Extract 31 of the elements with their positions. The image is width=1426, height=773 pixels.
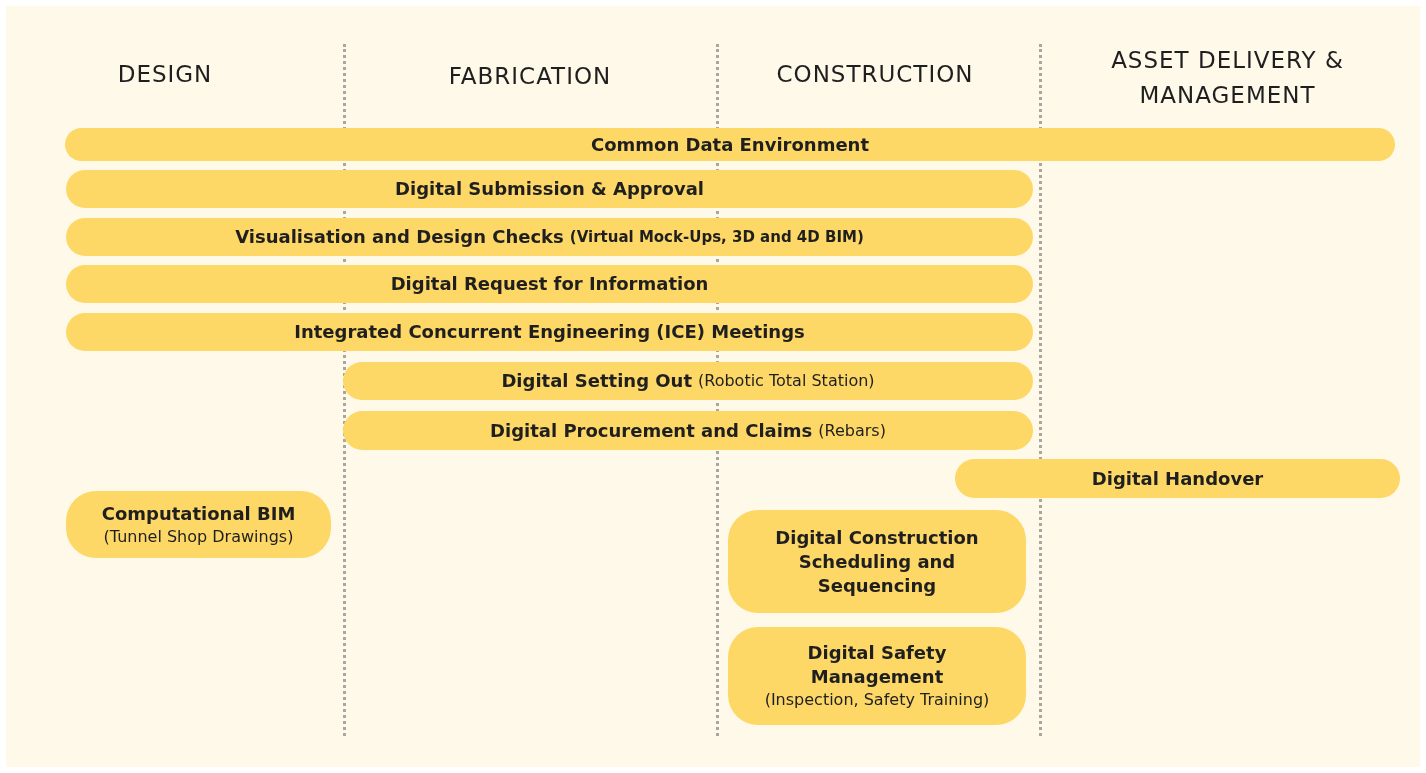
activity-note: (Robotic Total Station) <box>698 370 875 392</box>
activity-bar <box>728 627 1026 725</box>
activity-bar <box>66 218 1033 256</box>
activity-title: Digital Setting Out <box>501 369 692 393</box>
activity-title: Common Data Environment <box>590 132 870 157</box>
activity-bar <box>66 313 1033 351</box>
activity-bar <box>343 362 1033 400</box>
activity-bar <box>728 510 1026 613</box>
column-heading: ASSET DELIVERY & MANAGEMENT <box>1110 46 1345 110</box>
activity-bar <box>66 491 331 558</box>
column-heading: DESIGN <box>116 60 214 89</box>
activity-title: Digital Procurement and Claims <box>490 418 813 443</box>
activity-bar <box>65 128 1395 161</box>
activity-note: (Virtual Mock-Ups, 3D and 4D BIM) <box>569 227 864 248</box>
activity-bar <box>343 411 1033 450</box>
activity-title: Digital Submission & Approval <box>395 177 704 201</box>
activity-title: Digital Handover <box>1091 466 1264 491</box>
activity-title: Computational BIM <box>101 501 296 526</box>
activity-bar <box>66 265 1033 303</box>
activity-bar <box>955 459 1400 498</box>
activity-note: (Tunnel Shop Drawings) <box>103 525 294 548</box>
activity-bar <box>66 170 1033 208</box>
activity-title: Digital Construction Scheduling and Sequencing <box>774 525 980 598</box>
activity-title: Visualisation and Design Checks <box>235 225 564 249</box>
column-heading: FABRICATION <box>447 62 613 91</box>
activity-title: Digital Safety Management <box>806 641 948 689</box>
activity-title: Integrated Concurrent Engineering (ICE) Meetings <box>294 320 805 344</box>
activity-note: (Inspection, Safety Training) <box>764 689 990 711</box>
activity-note: (Rebars) <box>818 419 886 442</box>
column-heading: CONSTRUCTION <box>775 60 975 89</box>
activity-title: Digital Request for Information <box>390 272 709 296</box>
